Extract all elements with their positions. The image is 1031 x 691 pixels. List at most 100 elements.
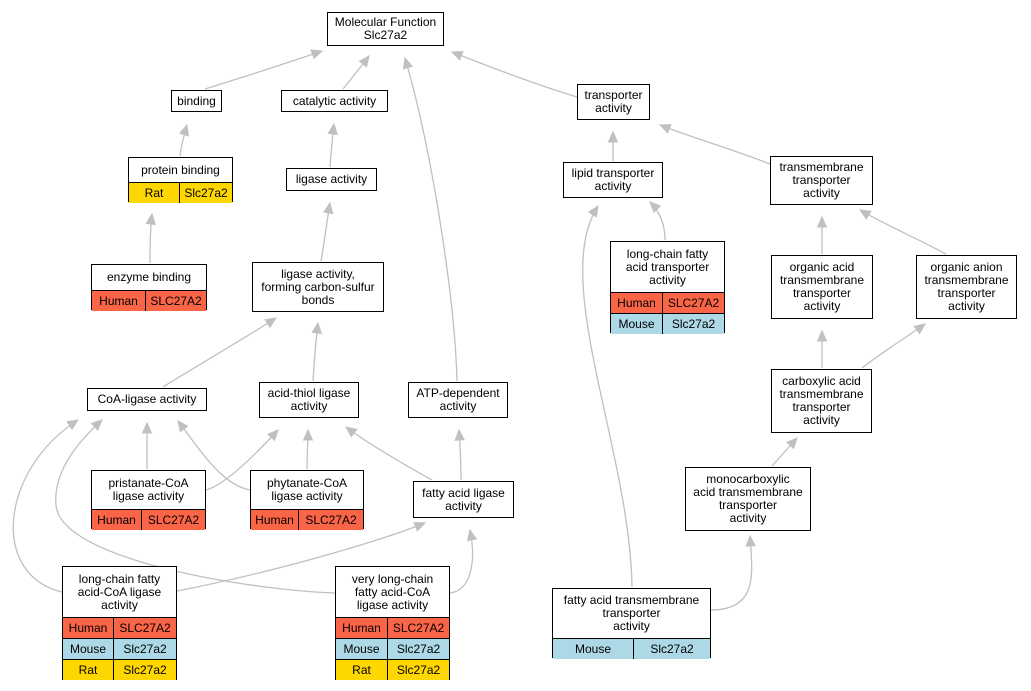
edge-atp_dep-to-mf [402, 56, 458, 382]
go-term-label: monocarboxylic acid transmembrane transp… [693, 472, 803, 525]
edge-ligase_cs-to-ligase [320, 201, 334, 262]
gene-cell: Slc27a2 [633, 639, 710, 659]
edge-arrowhead [66, 419, 80, 431]
edge-line [861, 323, 926, 369]
edge-arrowhead [450, 50, 464, 61]
gene-cell: SLC27A2 [145, 291, 206, 311]
edge-arrowhead [141, 421, 153, 434]
edge-line [162, 317, 277, 388]
edge-arrowhead [413, 522, 427, 532]
edge-arrowhead [402, 56, 414, 70]
edge-line [12, 419, 79, 593]
species-cell: Mouse [63, 639, 113, 659]
go-term-label: ATP-dependent activity [416, 386, 500, 413]
go-term-label: protein binding [141, 162, 220, 177]
edge-line [451, 51, 578, 98]
edge-arrowhead [267, 429, 279, 442]
edge-ligase-to-catalytic [327, 122, 338, 168]
go-term-label: fatty acid ligase activity [422, 485, 505, 513]
edge-arrowhead [658, 124, 672, 134]
edge-coa_ligase-to-ligase_cs [162, 317, 278, 388]
edge-lipid_transporter-to-transporter [607, 130, 619, 161]
go-term-atp-dep: ATP-dependent activity [408, 382, 508, 418]
go-term-label: phytanate-CoA ligase activity [266, 476, 348, 503]
edge-arrowhead [177, 420, 189, 433]
edge-line [55, 419, 336, 594]
gene-cell: Slc27a2 [113, 639, 176, 659]
edge-line [176, 522, 426, 592]
go-term-ligase: ligase activity [286, 168, 377, 191]
gene-cell: SLC27A2 [387, 618, 449, 638]
edge-lcfa_coa-to-coa_ligase [12, 419, 80, 593]
go-term-binding: binding [171, 90, 222, 112]
edge-lcfa_coa-to-fa_ligase [176, 522, 427, 592]
edge-arrowhead [587, 204, 599, 218]
go-term-fa-tm: fatty acid transmembrane transporter act… [552, 588, 711, 659]
edge-arrowhead [454, 428, 465, 441]
edge-fa_ligase-to-acid_thiol [345, 426, 433, 481]
go-term-fa-ligase: fatty acid ligase activity [413, 481, 514, 518]
edge-arrowhead [466, 528, 478, 542]
edge-line [404, 57, 458, 382]
gene-cell: SLC27A2 [141, 510, 205, 530]
species-cell: Mouse [553, 639, 633, 659]
gene-cell: Slc27a2 [179, 183, 232, 203]
edge-arrowhead [145, 212, 156, 226]
edge-lcfa_transporter-to-lipid_transporter [649, 201, 666, 241]
go-term-lcfa-transporter: long-chain fatty acid transporter activi… [610, 241, 725, 334]
edge-oa_tm-to-tm_transporter [816, 215, 828, 254]
edge-line [659, 124, 771, 165]
go-term-label: ligase activity, forming carbon-sulfur b… [261, 266, 375, 307]
go-term-label: enzyme binding [106, 270, 192, 284]
edge-line [177, 420, 251, 491]
gene-cell: Slc27a2 [387, 660, 449, 680]
edge-arrowhead [310, 49, 324, 60]
edge-arrowhead [816, 329, 828, 342]
go-term-ligase-cs: ligase activity, forming carbon-sulfur b… [252, 262, 384, 312]
species-cell: Rat [63, 660, 113, 680]
edge-arrowhead [90, 419, 103, 431]
edge-pristanate-to-coa_ligase [141, 421, 153, 469]
species-cell: Human [336, 618, 387, 638]
edge-arrowhead [327, 122, 338, 136]
go-term-catalytic: catalytic activity [281, 90, 388, 112]
go-term-label: ligase activity [295, 172, 368, 186]
species-cell: Human [92, 291, 145, 311]
edge-enzyme_binding-to-protein_binding [145, 212, 156, 264]
species-cell: Mouse [336, 639, 387, 659]
edge-phytanate-to-coa_ligase [177, 420, 251, 491]
edge-arrowhead [311, 321, 323, 335]
go-term-label: catalytic activity [292, 93, 377, 108]
go-term-label: fatty acid transmembrane transporter act… [563, 593, 700, 633]
go-term-label: carboxylic acid transmembrane transporte… [779, 374, 864, 427]
gene-cell: SLC27A2 [662, 293, 724, 313]
go-term-label: very long-chain fatty acid-CoA ligase ac… [351, 571, 434, 612]
edge-acid_thiol-to-ligase_cs [311, 321, 323, 382]
go-term-lipid-transporter: lipid transporter activity [563, 162, 663, 198]
edge-arrowhead [649, 201, 662, 214]
go-term-oan-tm: organic anion transmembrane transporter … [916, 255, 1017, 319]
edge-arrowhead [322, 201, 334, 215]
species-cell: Human [611, 293, 662, 313]
edge-monocarboxylic_tm-to-carboxylic_tm [771, 437, 798, 467]
edge-line [582, 205, 633, 588]
species-cell: Human [251, 510, 298, 530]
edge-arrowhead [745, 534, 756, 547]
go-term-label: CoA-ligase activity [97, 392, 197, 406]
edge-arrowhead [358, 55, 370, 68]
edge-phytanate-to-acid_thiol [302, 428, 314, 470]
species-cell: Human [92, 510, 141, 530]
edge-arrowhead [786, 437, 798, 450]
